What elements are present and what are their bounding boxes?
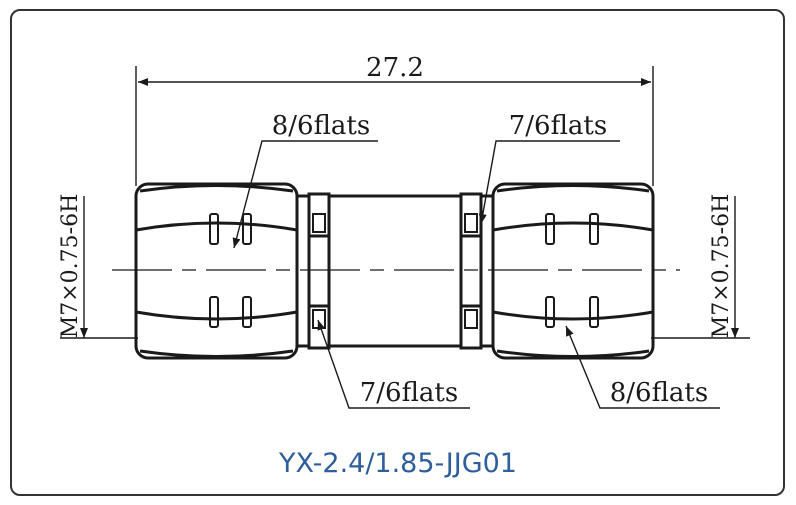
right-thread-label: M7×0.75-6H [709,194,734,339]
part-number-caption: YX-2.4/1.85-JJG01 [279,448,517,479]
bottom-right-flats-label: 8/6flats [610,378,708,408]
left-flats-label: 8/6flats [272,111,370,141]
right-hex-nut [491,182,655,360]
overall-dimension-label: 27.2 [366,53,424,83]
right-flange [459,192,495,350]
right-flats-label: 7/6flats [509,111,607,141]
leader-right-top [478,140,620,225]
left-thread-label: M7×0.75-6H [58,194,83,339]
leader-bottom-right [565,325,720,409]
drawing-frame [10,9,785,496]
left-hex-nut [134,182,299,360]
left-flange [295,192,331,350]
bottom-left-flats-label: 7/6flats [360,378,458,408]
leader-bottom-left [317,319,470,409]
leader-left-top [232,140,378,249]
center-body [327,194,463,348]
